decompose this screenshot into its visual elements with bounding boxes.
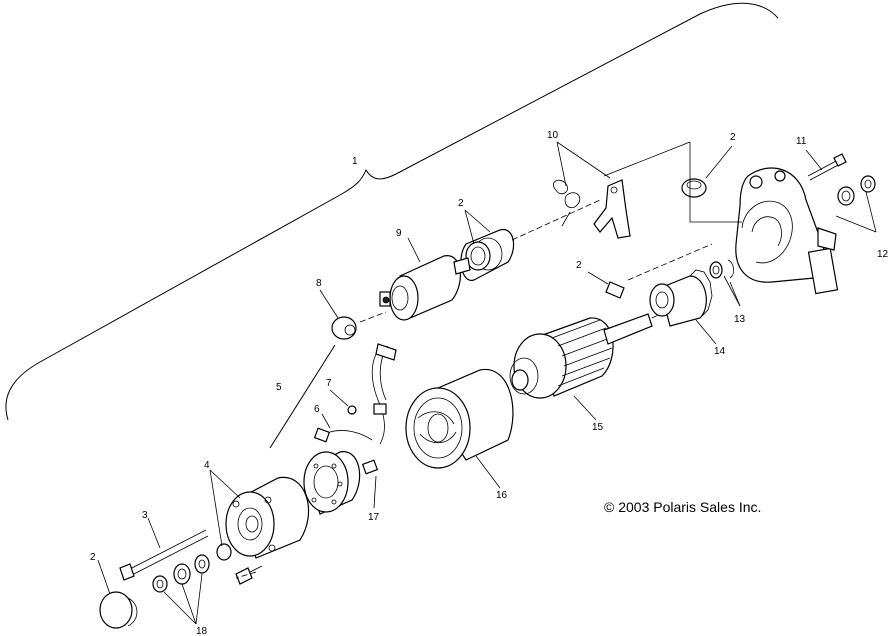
mount-screw <box>235 565 263 585</box>
through-bolt-long <box>119 529 209 581</box>
callout-16: 16 <box>496 490 508 501</box>
bushing-set <box>837 175 876 206</box>
brush-bracket <box>269 344 336 449</box>
callout-10: 10 <box>547 130 559 141</box>
solenoid <box>379 255 471 321</box>
washer-set <box>152 554 210 593</box>
callout-2-clip: 2 <box>576 260 582 271</box>
armature <box>509 313 653 399</box>
assembly-brace <box>5 2 779 421</box>
callout-3: 3 <box>142 510 148 521</box>
through-bolt-short <box>807 153 847 181</box>
callout-1: 1 <box>352 156 358 167</box>
end-cap <box>99 591 138 629</box>
drive-clutch <box>649 269 713 327</box>
callout-12: 12 <box>877 249 889 260</box>
field-frame <box>405 369 514 469</box>
callout-9: 9 <box>396 228 402 239</box>
callout-15: 15 <box>592 422 604 433</box>
spring-small <box>347 405 357 415</box>
shift-lever <box>593 179 631 239</box>
lever-spring <box>552 179 581 227</box>
copyright-text: © 2003 Polaris Sales Inc. <box>604 499 761 515</box>
brush-holder <box>303 451 361 515</box>
callout-8: 8 <box>316 278 322 289</box>
callout-11: 11 <box>796 136 807 147</box>
callout-6: 6 <box>314 404 320 415</box>
callout-2-grommet: 2 <box>730 132 736 143</box>
spring-clip <box>605 281 625 299</box>
callout-5: 5 <box>276 382 282 393</box>
front-bushing <box>216 543 232 561</box>
callout-4: 4 <box>204 460 210 471</box>
callout-13: 13 <box>734 314 746 325</box>
callout-2-plate: 2 <box>458 198 464 209</box>
callout-7: 7 <box>326 378 332 389</box>
callout-14: 14 <box>714 346 726 357</box>
solenoid-plate <box>460 229 515 281</box>
brush-lead <box>313 343 397 475</box>
callout-17: 17 <box>368 512 380 523</box>
leader-lines <box>97 141 877 625</box>
grommet-top <box>681 178 707 198</box>
callout-18: 18 <box>196 626 208 636</box>
rear-housing <box>735 167 839 295</box>
callout-2-cap: 2 <box>90 552 96 563</box>
front-housing <box>225 476 310 559</box>
callout-labels: 1 10 2 11 12 2 9 2 13 14 8 5 7 6 15 16 1… <box>90 130 889 636</box>
retainer-rings <box>709 259 734 279</box>
plunger <box>331 316 357 340</box>
